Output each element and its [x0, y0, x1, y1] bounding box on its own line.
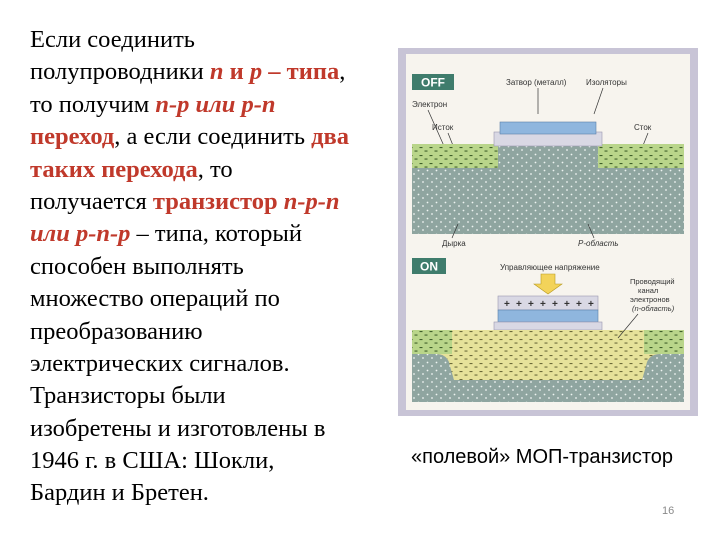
channel-label-2: канал [638, 286, 658, 295]
highlighted-term: переход [30, 123, 115, 151]
text-line: Транзисторы были [30, 380, 405, 412]
text-line: переход, а если соединить два [30, 121, 405, 153]
channel-label-1: Проводящий [630, 277, 675, 286]
text-line: способен выполнять [30, 251, 405, 283]
insulator-label: Изоляторы [586, 78, 627, 87]
source-label: Исток [432, 123, 454, 132]
off-source-region [412, 144, 498, 168]
voltage-arrow-icon [533, 273, 563, 295]
svg-text:+: + [504, 299, 510, 310]
text-line: множество операций по [30, 283, 405, 315]
text-line: получается транзистор n-p-n [30, 186, 405, 218]
text-line: полупроводники n и p – типа, [30, 56, 405, 88]
figure-caption: «полевой» МОП-транзистор [410, 446, 674, 468]
highlighted-term: два [311, 123, 349, 151]
text-segment: , то [197, 155, 233, 183]
channel-label-3: электронов [630, 295, 670, 304]
text-segment: , [339, 58, 346, 86]
svg-text:+: + [528, 299, 534, 310]
svg-text:+: + [540, 299, 546, 310]
on-label: ON [420, 260, 438, 274]
text-segment: способен выполнять [30, 252, 244, 280]
svg-text:+: + [564, 299, 570, 310]
text-segment: множество операций по [30, 285, 280, 313]
mosfet-diagram: OFF Затвор (металл) Изоляторы Электрон И… [398, 48, 698, 416]
text-segment: – типа, который [130, 220, 303, 248]
highlighted-term: n-p или p-n [155, 90, 276, 118]
highlighted-term: транзистор [152, 187, 284, 215]
off-panel: OFF Затвор (металл) Изоляторы Электрон И… [412, 74, 684, 248]
off-drain-region [598, 144, 684, 168]
text-line: 1946 г. в США: Шокли, [30, 445, 405, 477]
svg-text:+: + [588, 299, 594, 310]
text-segment: , а если соединить [114, 123, 312, 151]
body-text: Если соединить полупроводники n и p – тип… [30, 24, 405, 510]
highlighted-term: – типа [262, 58, 340, 86]
text-line: преобразованию [30, 316, 405, 348]
page-number: 16 [662, 505, 675, 517]
off-badge [412, 74, 454, 90]
text-segment: изобретены и изготовлены в [30, 414, 326, 442]
on-badge [412, 258, 446, 274]
channel-label-4: (n-область) [632, 304, 675, 313]
hole-label: Дырка [442, 239, 466, 248]
electron-label: Электрон [412, 100, 447, 109]
text-line: Бардин и Бретен. [30, 477, 405, 509]
highlighted-term: и [223, 58, 250, 86]
text-line: таких перехода, то [30, 154, 405, 186]
text-line: или p-n-p – типа, который [30, 218, 405, 250]
text-line: электрических сигналов. [30, 348, 405, 380]
on-conducting-channel [412, 330, 684, 380]
text-segment: то получим [30, 90, 156, 118]
svg-text:+: + [552, 299, 558, 310]
text-segment: Транзисторы были [30, 382, 226, 410]
on-gate-charges [497, 295, 599, 311]
svg-text:+: + [516, 299, 522, 310]
highlighted-term: n-p-n [283, 187, 340, 215]
on-insulator [493, 321, 603, 331]
control-voltage-label: Управляющее напряжение [500, 263, 600, 272]
off-gate [499, 121, 597, 135]
highlighted-term: p [249, 58, 263, 86]
text-line: то получим n-p или p-n [30, 89, 405, 121]
svg-text:+: + [576, 299, 582, 310]
text-segment: Если соединить [30, 26, 195, 53]
text-segment: Бардин и Бретен. [30, 479, 209, 507]
on-panel: ON Управляющее напряжение Проводящий кан… [412, 258, 684, 402]
text-segment: электрических сигналов. [30, 349, 290, 377]
text-segment: получается [30, 187, 153, 215]
text-line: Если соединить [30, 24, 405, 56]
text-line: изобретены и изготовлены в [30, 413, 405, 445]
highlighted-term: n [209, 58, 224, 86]
gate-label: Затвор (металл) [506, 78, 567, 87]
text-segment: преобразованию [30, 317, 203, 345]
on-source-region [412, 330, 452, 354]
on-gate [497, 309, 599, 323]
drain-label: Сток [634, 123, 652, 132]
p-region-label: P-область [578, 239, 619, 248]
off-label: OFF [421, 76, 445, 90]
text-segment: полупроводники [30, 58, 210, 86]
highlighted-term: таких перехода [30, 155, 198, 183]
text-segment: 1946 г. в США: Шокли, [30, 447, 275, 475]
highlighted-term: или p-n-p [30, 220, 131, 248]
on-drain-region [644, 330, 684, 354]
